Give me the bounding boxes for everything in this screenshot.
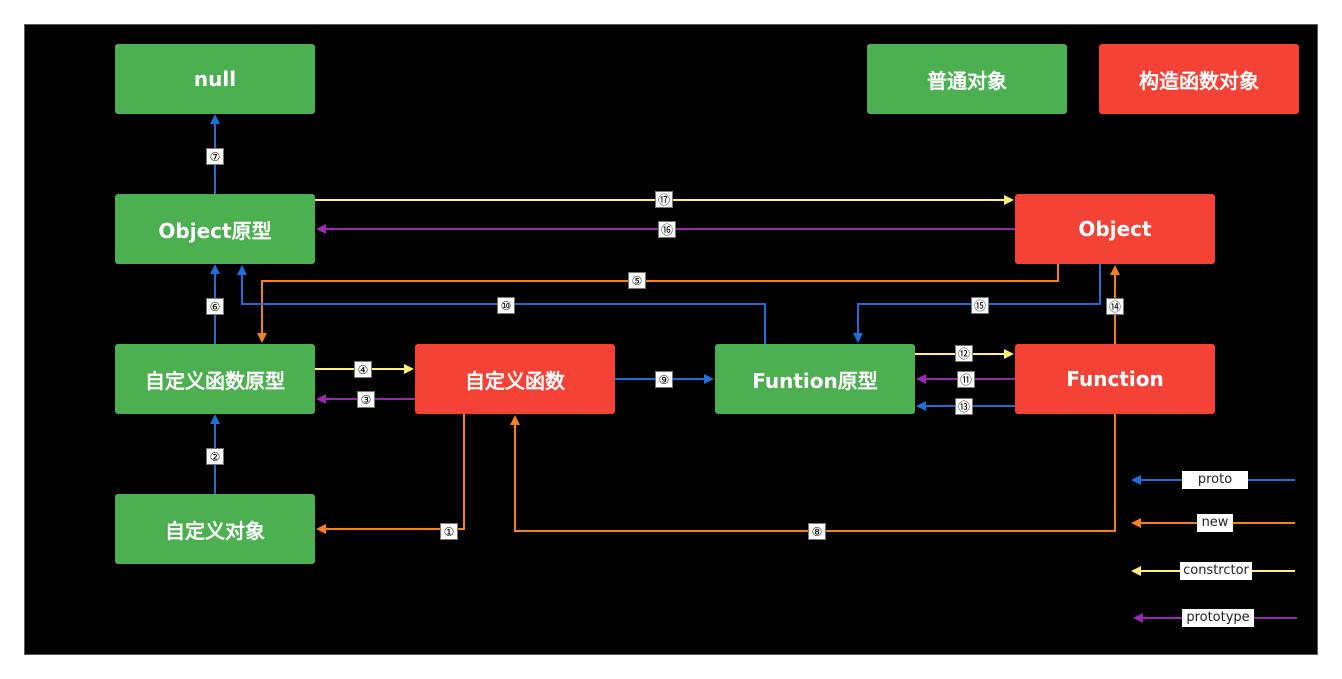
node-custom-object: 自定义对象	[115, 494, 315, 564]
edge-label-14: ⑭	[1106, 298, 1124, 315]
edge-label-17: ⑰	[655, 191, 673, 208]
legend-new-label: new	[1197, 514, 1233, 532]
edge-label-2: ②	[206, 448, 224, 465]
edge-label-15: ⑮	[971, 297, 989, 314]
edge-label-13: ⑬	[955, 398, 973, 415]
node-function-prototype: Funtion原型	[715, 344, 915, 414]
edge-label-7: ⑦	[206, 148, 224, 165]
node-object: Object	[1015, 194, 1215, 264]
edge-label-8: ⑧	[808, 523, 826, 540]
edge-label-11: ⑪	[957, 371, 975, 388]
legend-prototype-label: prototype	[1182, 609, 1254, 627]
edge-label-4: ④	[354, 361, 372, 378]
legend-constructor-object: 构造函数对象	[1099, 44, 1299, 114]
legend-plain-object: 普通对象	[867, 44, 1067, 114]
edge-label-16: ⑯	[658, 221, 676, 238]
edge-label-5: ⑤	[628, 272, 646, 289]
node-function: Function	[1015, 344, 1215, 414]
edge-label-1: ①	[440, 523, 458, 540]
node-custom-fn-prototype: 自定义函数原型	[115, 344, 315, 414]
edge-label-3: ③	[357, 391, 375, 408]
edge-label-10: ⑩	[497, 297, 515, 314]
edge-1	[316, 414, 465, 534]
edge-5	[257, 264, 1059, 343]
legend-proto-label: proto	[1182, 471, 1248, 489]
edge-label-6: ⑥	[206, 298, 224, 315]
edge-label-12: ⑫	[955, 345, 973, 362]
edge-8	[510, 414, 1116, 532]
edge-label-9: ⑨	[655, 371, 673, 388]
node-custom-fn: 自定义函数	[415, 344, 615, 414]
node-object-prototype: Object原型	[115, 194, 315, 264]
legend-constructor-label: constrctor	[1180, 562, 1252, 580]
node-null: null	[115, 44, 315, 114]
